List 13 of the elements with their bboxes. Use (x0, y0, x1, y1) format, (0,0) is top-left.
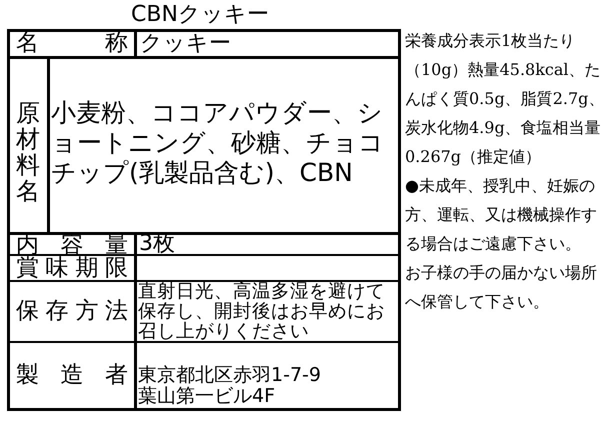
cell-text: 東京都北区赤羽1-7-9葉山第一ビル4F (138, 365, 322, 409)
row-heading: 製造者 (15, 361, 129, 390)
cell-text: クッキー (140, 32, 232, 56)
row-heading: 名称 (15, 32, 129, 56)
row-heading: 原材料名 (16, 100, 41, 204)
row-heading: 保存方法 (15, 297, 129, 326)
note-text: お子様の手の届かない場所へ保管して下さい。 (405, 262, 598, 313)
cell-text: 小麦粉、ココアパウダー、ショートニング、砂糖、チョコチップ(乳製品含む)、CBN (51, 98, 385, 189)
row-heading: 賞味期限 (15, 256, 129, 280)
title: CBNクッキー (130, 2, 270, 28)
note-text: ●未成年、授乳中、妊娠の方、運転、又は機械操作する場合はご遠慮下さい。 (405, 175, 598, 255)
cell-text: 直射日光、高温多湿を避けて保存し、開封後はお早めにお召し上がりください (138, 282, 386, 342)
note-text: 栄養成分表示1枚当たり（10g）熱量45.8kcal、たんぱく質0.5g、脂質2.7g、炭水化物4.9g、食塩相当量0.267g（推定値） (405, 30, 605, 168)
